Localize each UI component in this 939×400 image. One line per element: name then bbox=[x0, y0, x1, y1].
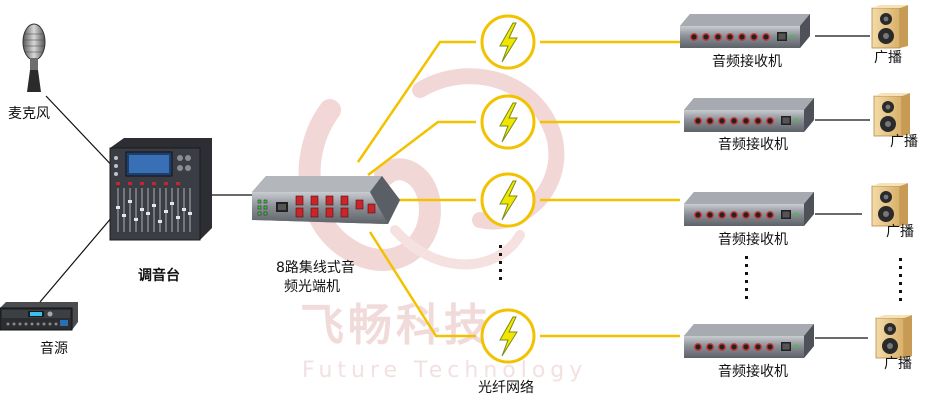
source-label: 音源 bbox=[40, 340, 68, 357]
watermark-en: Future Technology bbox=[302, 358, 587, 383]
watermark-cn: 飞畅科技 bbox=[300, 300, 492, 351]
fiber-network-label: 光纤网络 bbox=[478, 380, 534, 396]
receiver-label: 音频接收机 bbox=[718, 136, 788, 153]
audio-receiver-icon bbox=[683, 191, 815, 227]
broadcast-label: 广播 bbox=[874, 50, 902, 66]
receiver-label: 音频接收机 bbox=[718, 363, 788, 380]
audio-receiver-icon bbox=[683, 97, 815, 133]
microphone-icon bbox=[22, 23, 46, 92]
mixing-console-icon bbox=[109, 138, 212, 241]
fiber-lines bbox=[356, 40, 680, 338]
transmitter-label-line2: 频光端机 bbox=[284, 279, 340, 295]
continuation-dots bbox=[499, 245, 902, 301]
speaker-icon bbox=[873, 92, 911, 137]
speaker-icon bbox=[871, 182, 909, 227]
lightning-circle-icon bbox=[480, 14, 536, 70]
microphone-label: 麦克风 bbox=[8, 106, 50, 122]
audio-cables bbox=[39, 35, 870, 339]
broadcast-label: 广播 bbox=[886, 224, 914, 240]
fiber-optic-transmitter-icon bbox=[252, 176, 400, 224]
broadcast-label: 广播 bbox=[890, 134, 918, 150]
audio-receiver-icon bbox=[679, 13, 811, 49]
speaker-icon bbox=[875, 314, 913, 359]
lightning-circle-icon bbox=[480, 172, 536, 228]
audio-receiver-icon bbox=[683, 323, 815, 359]
lightning-circle-icon bbox=[480, 94, 536, 150]
receiver-label: 音频接收机 bbox=[718, 231, 788, 248]
transmitter-label-line1: 8路集线式音 bbox=[276, 259, 355, 276]
mixer-label: 调音台 bbox=[138, 267, 180, 284]
lightning-circle-icon bbox=[480, 308, 536, 364]
rack-audio-source-icon bbox=[0, 302, 78, 331]
receiver-label: 音频接收机 bbox=[712, 53, 782, 70]
speaker-icon bbox=[871, 4, 909, 49]
broadcast-label: 广播 bbox=[884, 356, 912, 372]
